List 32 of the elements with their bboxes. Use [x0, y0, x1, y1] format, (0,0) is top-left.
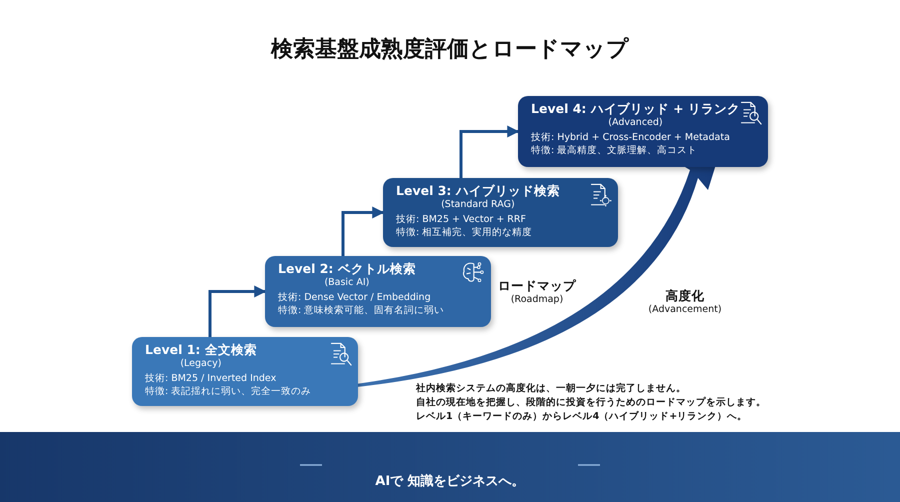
description-text: 自社の現在地を把握し、段階的に投資を行うためのロードマップを示します。 — [416, 396, 766, 409]
description-text: 社内検索システムの高度化は、一朝一夕には完了しません。 — [416, 382, 686, 395]
level-heading: Level 2: ベクトル検索 — [278, 261, 416, 277]
feature-text: 特徴: 表記揺れに弱い、完全一致のみ — [145, 386, 312, 398]
level-card — [132, 337, 358, 406]
step-arrow — [208, 286, 266, 337]
axis-label: (Advancement) — [647, 304, 723, 315]
level-heading: Level 3: ハイブリッド検索 — [396, 183, 560, 199]
description-text: レベル1（キーワードのみ）からレベル4（ハイブリッド+リランク）へ。 — [416, 410, 748, 423]
technology-text: 技術: BM25 / Inverted Index — [145, 373, 276, 385]
feature-text: 特徴: 意味検索可能、固有名詞に弱い — [278, 305, 444, 317]
tagline: AIで 知識をビジネスへ。 — [374, 472, 526, 490]
level-card — [518, 96, 768, 167]
technology-text: 技術: Dense Vector / Embedding — [278, 292, 431, 304]
axis-label: 高度化 — [664, 288, 706, 304]
step-arrow — [460, 126, 520, 178]
level-heading: Level 4: ハイブリッド + リランク — [531, 101, 740, 117]
technology-text: 技術: BM25 + Vector + RRF — [396, 214, 526, 226]
level-subtitle: (Advanced) — [608, 117, 663, 129]
level-subtitle: (Basic AI) — [324, 277, 370, 289]
level-heading: Level 1: 全文検索 — [145, 342, 257, 358]
technology-text: 技術: Hybrid + Cross-Encoder + Metadata — [531, 132, 730, 144]
axis-label: ロードマップ — [497, 278, 577, 294]
title: 検索基盤成熟度評価とロードマップ — [270, 36, 630, 64]
level-card — [265, 256, 491, 327]
feature-text: 特徴: 最高精度、文脈理解、高コスト — [531, 145, 698, 157]
feature-text: 特徴: 相互補完、実用的な精度 — [396, 227, 532, 239]
axis-label: (Roadmap) — [510, 294, 564, 305]
level-card — [383, 178, 618, 247]
level-subtitle: (Standard RAG) — [441, 199, 515, 211]
level-subtitle: (Legacy) — [180, 358, 222, 370]
step-arrow — [342, 206, 384, 256]
